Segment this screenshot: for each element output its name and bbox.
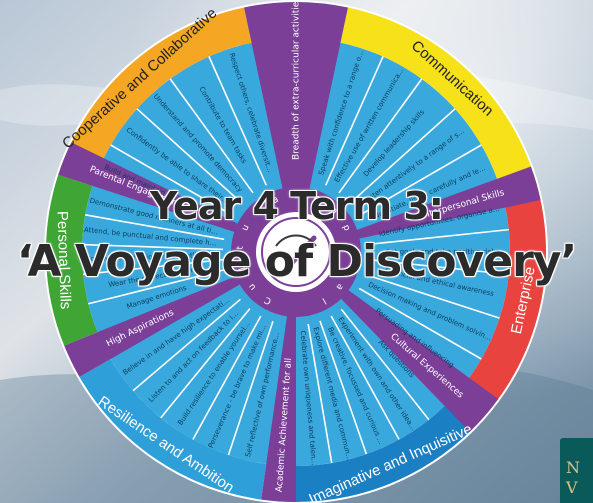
center-ring-letter: l	[238, 266, 248, 271]
spoke-line	[349, 108, 456, 204]
center-ring-letter: u	[247, 281, 258, 292]
spoke-line	[330, 315, 400, 440]
spoke-line	[192, 315, 262, 440]
center-ring-letter: r	[253, 206, 263, 216]
divider-high	[64, 272, 249, 377]
spoke-line	[319, 320, 368, 455]
spoke-text-enterprise: Set goals and take positive risks	[386, 248, 500, 256]
spoke-line	[307, 323, 333, 464]
spoke-line	[368, 258, 509, 276]
center-ring-letter: C	[312, 195, 322, 207]
spoke-line	[169, 78, 254, 194]
spoke-line	[338, 78, 423, 194]
spoke-line	[208, 56, 268, 186]
sector-band-cooperative	[58, 7, 252, 186]
hub-ring	[261, 217, 331, 287]
hub-arc-icon	[275, 234, 317, 247]
divider-breadth	[244, 2, 348, 199]
center-ring-letter: a	[328, 206, 339, 217]
center-ring-letter: l	[320, 295, 327, 305]
spoke-line	[82, 243, 224, 251]
center-ring-letter: t	[344, 265, 355, 272]
wheel	[44, 0, 548, 503]
spoke-line	[132, 298, 241, 392]
spoke-line	[358, 144, 482, 217]
center-ring-letter: l	[295, 192, 298, 202]
spoke-line	[160, 308, 251, 419]
sector-band-personal	[45, 174, 98, 346]
center-ring-letter: a	[334, 281, 345, 292]
center-ring-letter: t	[236, 245, 246, 250]
sector-band-communication	[340, 7, 534, 186]
divider-interpersonal	[347, 166, 541, 241]
sector-band-enterprise	[455, 174, 546, 420]
divider-cultural	[334, 284, 499, 432]
corner-logo: N V	[560, 438, 593, 503]
spoke-line	[365, 273, 500, 319]
center-ring-letter: a	[271, 195, 280, 206]
spoke-line	[368, 228, 509, 246]
spoke-line	[358, 287, 482, 360]
hub	[256, 212, 336, 292]
spoke-line	[340, 308, 430, 421]
sector-band-imaginative	[296, 395, 482, 502]
center-ring-letter: u	[240, 223, 251, 232]
sector-band-resilience	[79, 359, 267, 500]
title-line-2: ‘A Voyage of Discovery’	[16, 236, 577, 287]
center-ring-letter: i	[346, 246, 356, 249]
sector-label-personal: Personal Skills	[53, 211, 73, 310]
spoke-line	[85, 214, 225, 241]
center-ring-letter: p	[340, 223, 352, 233]
spoke-line	[136, 108, 243, 204]
spoke-line	[88, 268, 226, 305]
divider-academic	[261, 306, 296, 502]
check-icon	[277, 235, 317, 267]
spoke-line	[83, 258, 224, 276]
divider-parental	[58, 142, 247, 236]
center-ring-letter: C	[263, 294, 273, 306]
spoke-line	[227, 321, 274, 456]
spoke-line	[324, 56, 384, 186]
title-line-1: Year 4 Term 3:	[150, 184, 444, 228]
spoke-line	[110, 144, 234, 217]
divider-label-breadth: Breadth of extra-curricular activities	[292, 0, 302, 160]
